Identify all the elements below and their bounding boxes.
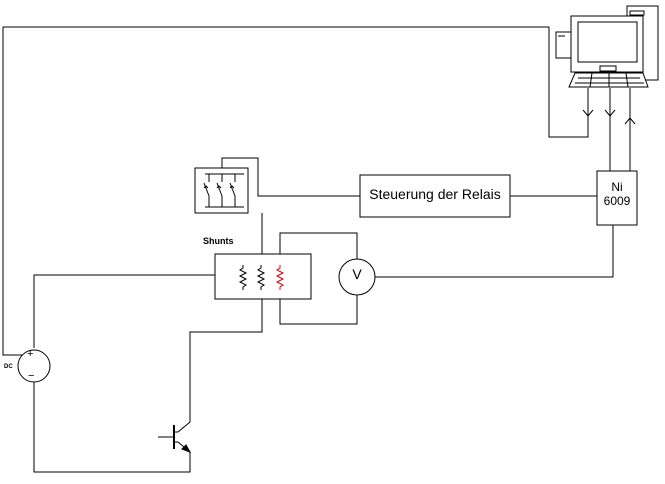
dc-minus-label: − [28,370,35,382]
wire-dc-minus-transistor [33,382,191,473]
wire-dc-to-computer [2,26,589,356]
wire-voltmeter-ni [375,225,614,278]
shunt-resistor-1 [238,265,248,290]
dc-plus-label: + [27,348,34,360]
wire-arrow-down-2 [604,109,616,117]
ni-device-line1: Ni [611,180,623,194]
relay-switch-icon [194,167,249,214]
relay-control-label: Steuerung der Relais [369,186,501,202]
wire-arrow-down-1 [582,109,594,117]
shunts-box [214,253,312,300]
ni-device-label: Ni 6009 [597,180,637,208]
shunt-resistor-2 [256,265,266,290]
wire-arrow-up [624,117,636,125]
computer-icon [555,5,659,88]
shunt-resistor-3 [275,265,285,290]
wire-relay-control-switch [221,157,360,197]
ni-device-line2: 6009 [603,194,631,208]
voltmeter-label: V [352,266,362,282]
wire-shunts-transistor [177,299,263,433]
shunts-label: Shunts [203,236,234,246]
shunt-resistors [238,265,285,290]
ni-6009-box [596,170,638,226]
wire-dc-plus-shunts [33,274,215,348]
relay-control-box [359,174,511,218]
wire-voltmeter-top [279,232,358,259]
wire-voltmeter-bottom [279,294,358,325]
dc-source-label: DC [4,364,13,370]
transistor-symbol [158,425,192,453]
